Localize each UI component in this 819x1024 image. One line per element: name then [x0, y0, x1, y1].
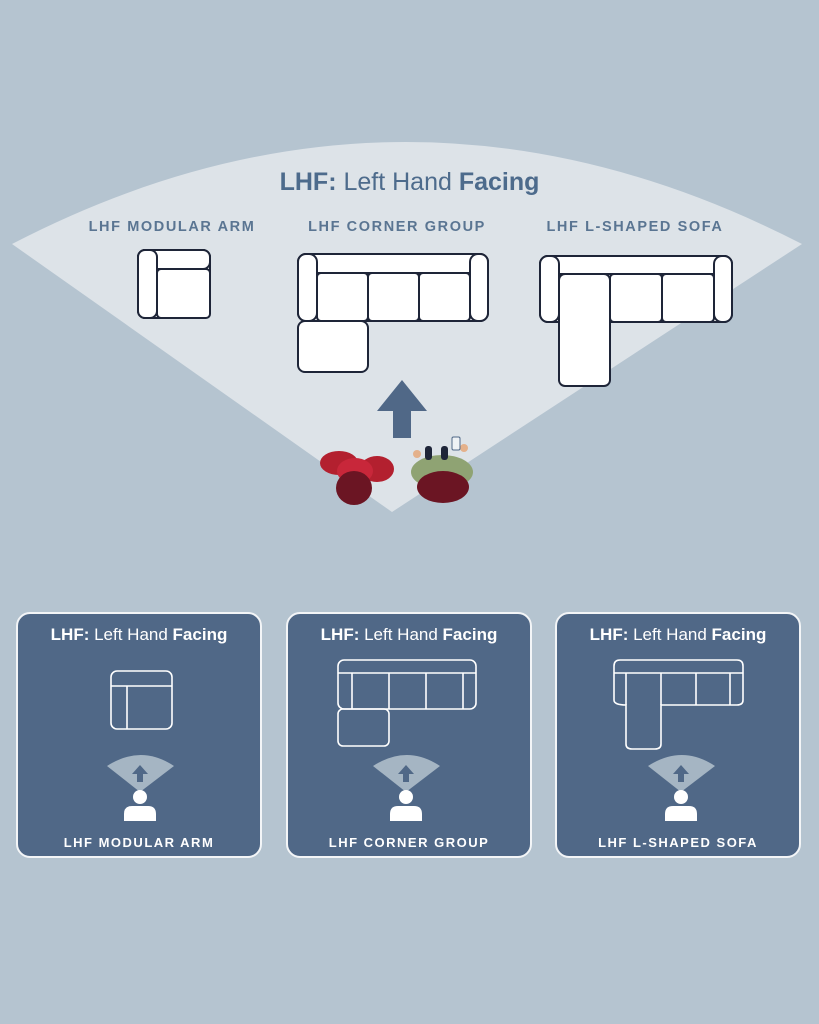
label-modular-arm: LHF MODULAR ARM — [88, 219, 256, 235]
l-shaped-sofa-icon — [539, 255, 733, 387]
modular-arm-icon — [137, 249, 211, 319]
label-corner-group: LHF CORNER GROUP — [308, 219, 486, 235]
modular-arm-icon — [110, 670, 173, 730]
title-bold: Facing — [458, 168, 540, 196]
person-icon — [665, 790, 697, 821]
card-title-abbr: LHF: — [50, 625, 90, 644]
card-label: LHF L-SHAPED SOFA — [598, 835, 758, 850]
card-title-middle: Left Hand — [628, 625, 712, 644]
card-title: LHF: Left Hand Facing — [288, 625, 530, 645]
card-modular-arm: LHF: Left Hand Facing LHF MODULAR ARM — [16, 612, 262, 858]
card-title-abbr: LHF: — [320, 625, 360, 644]
card-title-bold: Facing — [711, 625, 767, 644]
person-green-illustration — [411, 436, 473, 503]
card-illustration — [613, 659, 744, 821]
corner-group-icon — [297, 253, 489, 373]
card-illustration — [337, 659, 477, 821]
person-icon — [124, 790, 156, 821]
up-arrow-icon — [673, 765, 689, 782]
title-abbr: LHF: — [279, 168, 337, 196]
page-title: LHF: Left Hand Facing — [0, 168, 819, 197]
up-arrow-icon — [377, 380, 427, 438]
card-title-bold: Facing — [172, 625, 228, 644]
title-middle: Left Hand — [336, 168, 459, 196]
card-label: LHF MODULAR ARM — [63, 835, 215, 850]
card-title-abbr: LHF: — [589, 625, 629, 644]
card-l-shaped-sofa: LHF: Left Hand Facing LHF L-SHAPED SOFA — [555, 612, 801, 858]
card-title-middle: Left Hand — [359, 625, 443, 644]
viewing-cone — [12, 142, 802, 512]
card-title: LHF: Left Hand Facing — [18, 625, 260, 645]
up-arrow-icon — [132, 765, 148, 782]
person-red-illustration — [320, 451, 394, 505]
card-corner-group: LHF: Left Hand Facing LHF CORNER GROUP — [286, 612, 532, 858]
card-label: LHF CORNER GROUP — [328, 835, 490, 850]
card-title-middle: Left Hand — [89, 625, 173, 644]
card-title-bold: Facing — [442, 625, 498, 644]
l-shaped-sofa-icon — [613, 659, 744, 750]
corner-group-icon — [337, 659, 477, 747]
label-l-shaped-sofa: LHF L-SHAPED SOFA — [546, 219, 724, 235]
person-icon — [390, 790, 422, 821]
card-title: LHF: Left Hand Facing — [557, 625, 799, 645]
card-illustration — [107, 670, 174, 821]
up-arrow-icon — [398, 765, 414, 782]
